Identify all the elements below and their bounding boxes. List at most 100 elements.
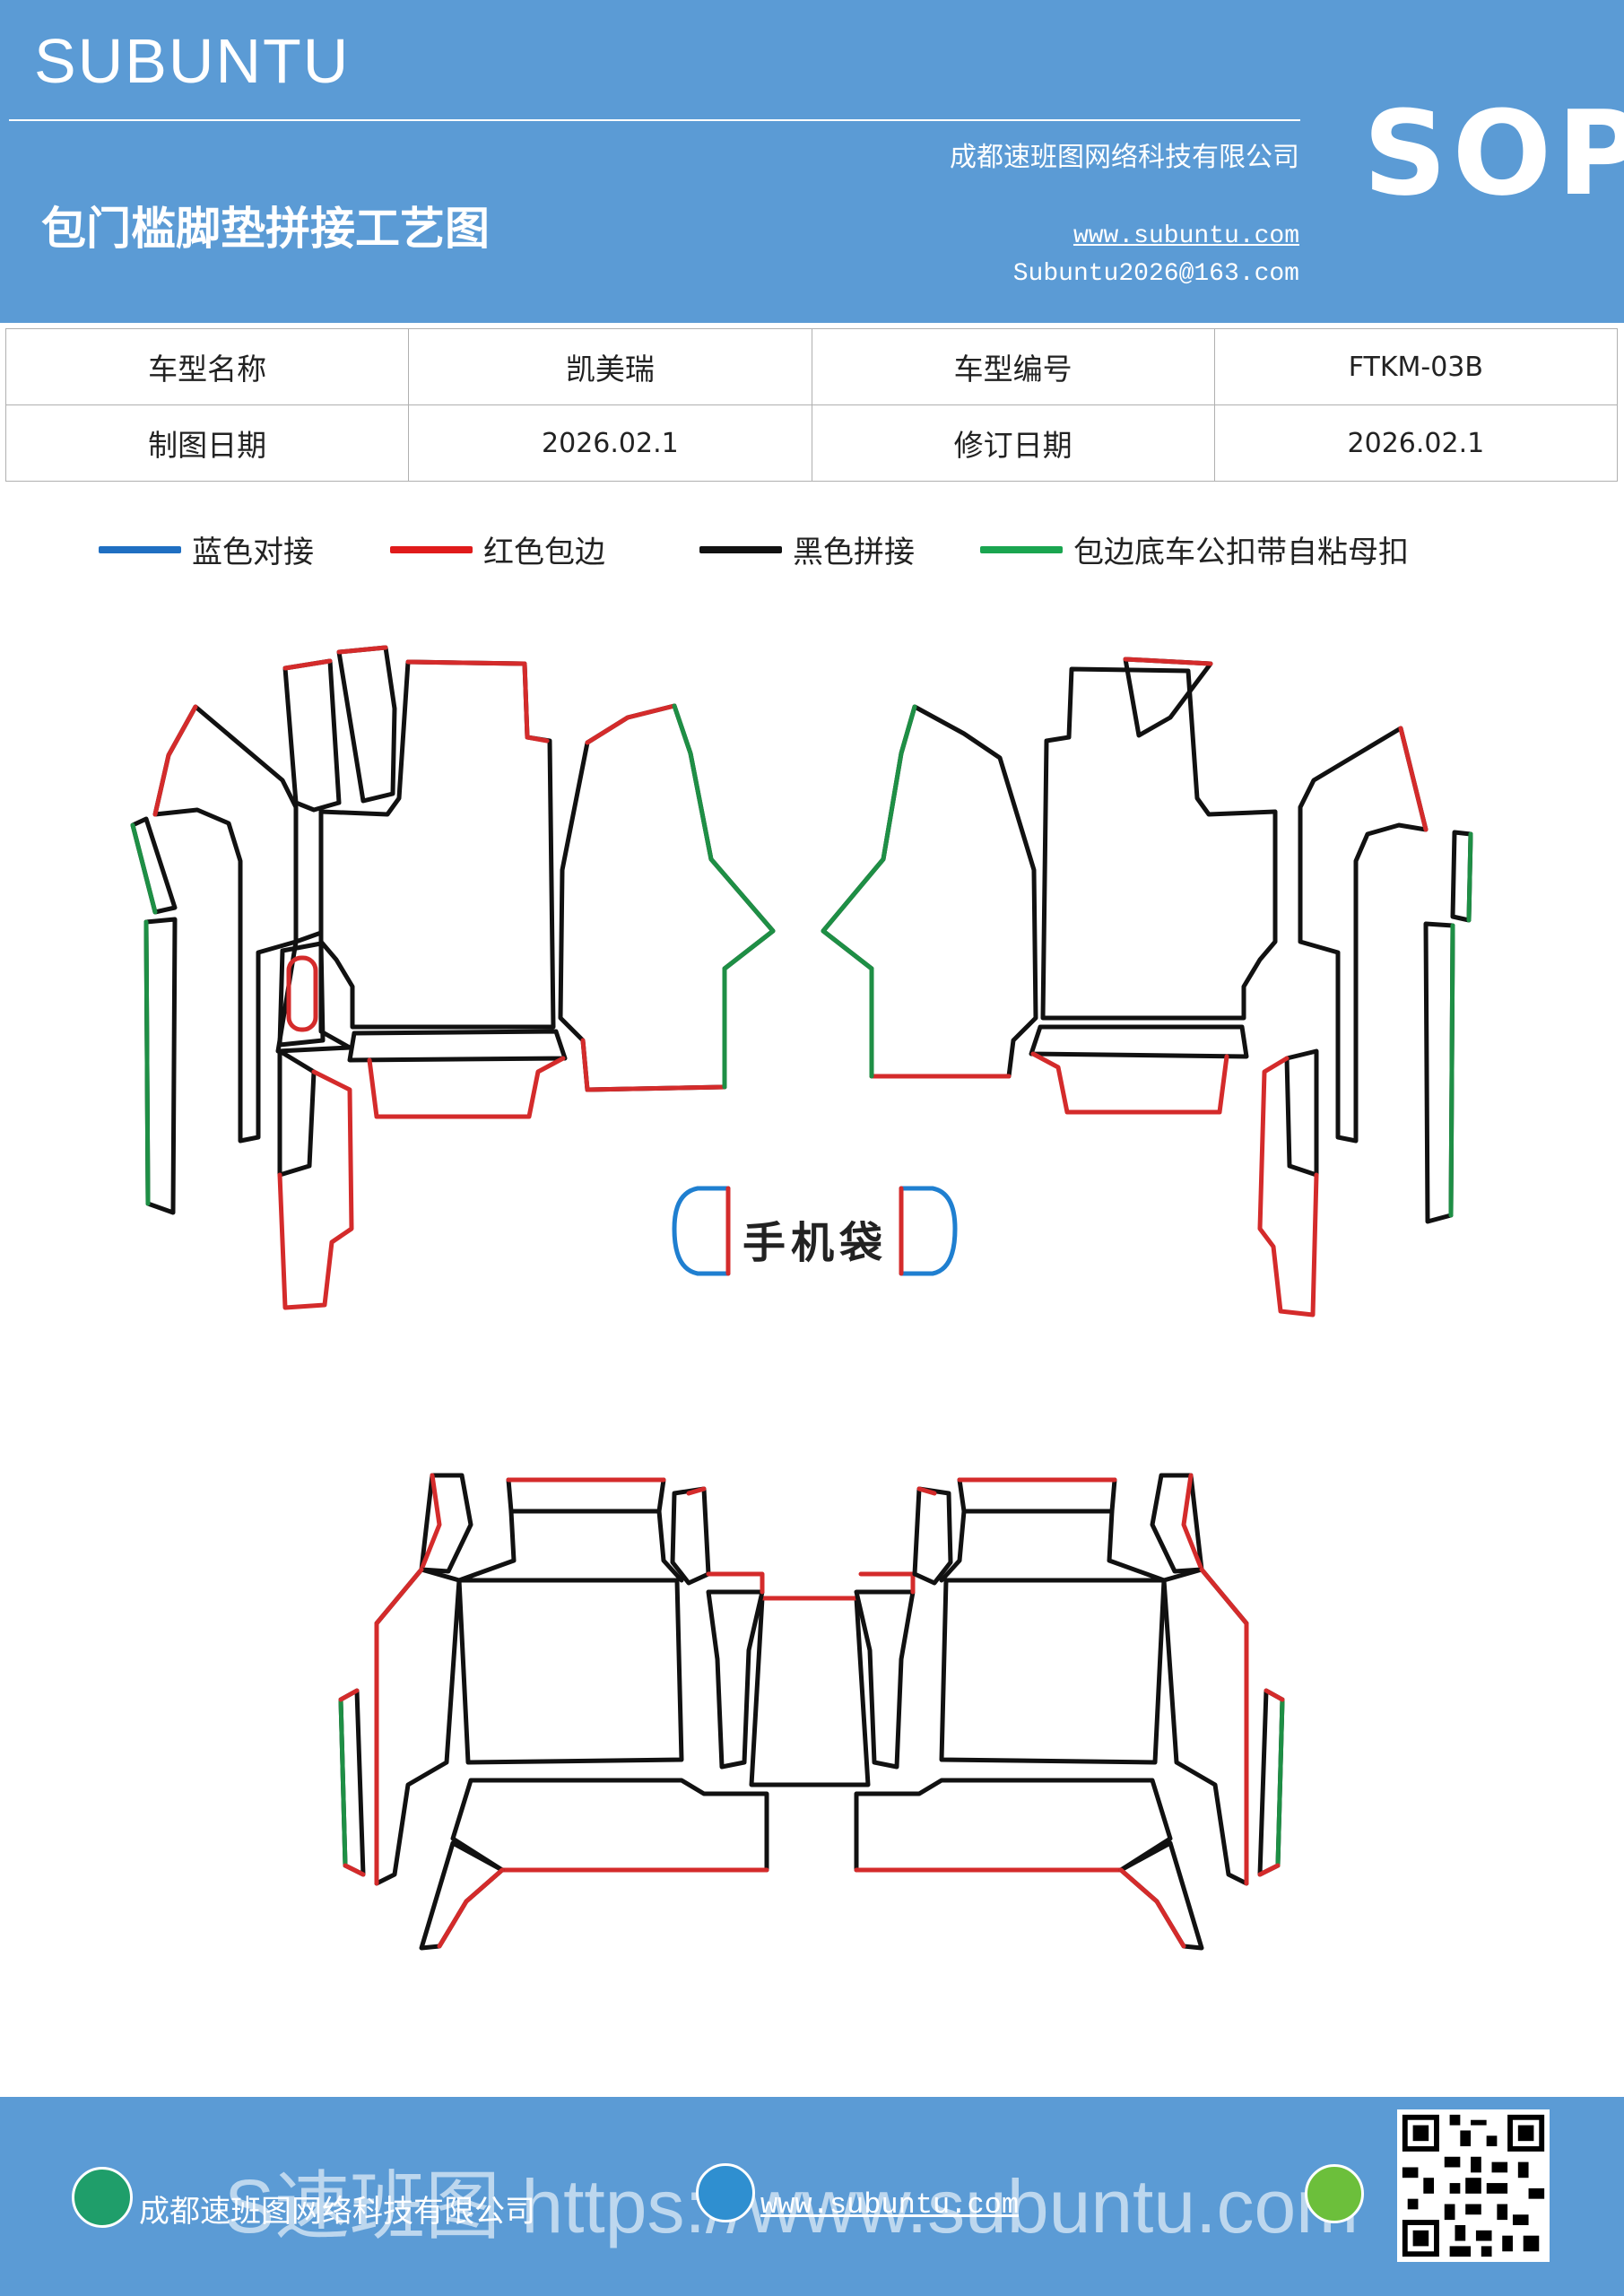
right-curved-sill-red <box>1398 726 1429 832</box>
company-name: 成都速班图网络科技有限公司 <box>950 142 1299 173</box>
legend-item-red: 红色包边 <box>390 527 605 571</box>
wechat-icon <box>1305 2164 1364 2223</box>
right-lower-tray-red <box>1030 1051 1229 1115</box>
rear-right-group <box>854 1473 1285 1951</box>
right-corner-piece-red <box>1123 657 1213 666</box>
rear-center-bridge <box>749 1596 871 1787</box>
legend-item-black: 黑色拼接 <box>699 527 915 571</box>
globe-icon <box>696 2163 755 2222</box>
footer-company-name: 成都速班图网络科技有限公司 <box>139 2194 535 2230</box>
brand-name: SUBUNTU <box>34 26 351 96</box>
table-cell: 车型编号 <box>811 328 1215 405</box>
legend-swatch <box>99 545 181 553</box>
left-long-strip <box>143 917 178 1215</box>
inner-oval <box>286 955 318 1032</box>
rear-left-corner-b-red <box>686 1486 707 1496</box>
rear-right-seat-mat <box>939 1578 1167 1765</box>
phone-pocket <box>672 1186 958 1276</box>
rear-left-corner-a-red <box>419 1473 442 1572</box>
legend-item-green: 包边底车公扣带自粘母扣 <box>980 527 1409 571</box>
header-divider <box>9 119 1300 121</box>
rear-right-strip-red <box>1257 1688 1285 1877</box>
legend-label: 黑色拼接 <box>793 535 915 570</box>
table-cell: 2026.02.1 <box>1213 404 1619 482</box>
legend-swatch <box>699 545 782 553</box>
table-cell: FTKM-03B <box>1213 328 1619 405</box>
passenger-front-mat <box>558 703 776 1092</box>
rear-left-seat-mat <box>456 1578 684 1765</box>
right-lower-strip <box>1284 1048 1319 1178</box>
table-cell: 修订日期 <box>811 404 1215 482</box>
rear-left-foot-piece <box>419 1840 505 1951</box>
right-long-strip <box>1423 921 1455 1224</box>
rear-right-corner-b-red <box>916 1486 937 1496</box>
rear-mats <box>338 1473 1285 1951</box>
rear-right-side-red <box>1199 1567 1249 1886</box>
footer-website-link[interactable]: www.subuntu.com <box>760 2188 1020 2222</box>
rear-right-corner-b <box>912 1486 953 1586</box>
footer-watermark: S速班图 https://www.subuntu.com <box>224 2164 1359 2248</box>
rear-right-lower-mat <box>854 1778 1173 1873</box>
table-cell: 车型名称 <box>4 328 410 405</box>
upper-piece-a-red <box>282 658 333 671</box>
rear-right-top-bar <box>957 1477 1117 1514</box>
email-text: Subuntu2026@163.com <box>1012 260 1299 288</box>
left-lower-strip <box>277 1048 317 1178</box>
rear-left-side-red <box>374 1567 424 1886</box>
driver-main-mat <box>318 659 556 1030</box>
rear-left-lower-mat <box>450 1778 769 1873</box>
table-row: 车型名称 凯美瑞 车型编号 FTKM-03B <box>4 328 1619 405</box>
legend-swatch <box>390 545 473 553</box>
header-banner: SUBUNTU 成都速班图网络科技有限公司 包门槛脚垫拼接工艺图 www.sub… <box>0 0 1624 323</box>
rear-right-top-curve <box>939 1509 1167 1583</box>
rear-right-foot-piece <box>1118 1840 1204 1951</box>
upper-piece-b <box>336 645 397 804</box>
front-right-mats <box>821 657 1473 1318</box>
rear-right-strip-green <box>1275 1697 1285 1868</box>
left-curved-sill-red <box>152 704 198 817</box>
footer-banner: S速班图 https://www.subuntu.com 成都速班图网络科技有限… <box>0 2097 1624 2296</box>
rear-left-corner-a <box>419 1473 473 1574</box>
upper-piece-a <box>282 658 342 813</box>
passenger-front-mat-red <box>580 703 727 1092</box>
front-left-mats <box>130 645 776 1310</box>
passenger-front-mat-green <box>672 703 776 1090</box>
right-main-mat <box>1040 666 1278 1021</box>
right-passenger-mat-green <box>821 704 917 1079</box>
rear-left-corner-b <box>670 1486 711 1586</box>
table-cell: 制图日期 <box>4 404 410 482</box>
home-icon <box>72 2167 133 2228</box>
left-small-strip-green <box>130 822 158 915</box>
rear-center-right-wing-red <box>858 1571 916 1595</box>
driver-lower-tray <box>347 1029 568 1063</box>
right-curved-sill <box>1298 726 1429 1144</box>
right-small-strip-green <box>1466 831 1473 923</box>
driver-lower-tray-red <box>367 1056 566 1119</box>
phone-pocket-label: 手机袋 <box>743 1218 889 1268</box>
legend-item-blue: 蓝色对接 <box>99 527 314 571</box>
legend-label: 红色包边 <box>483 535 605 570</box>
driver-main-mat-red <box>405 659 550 744</box>
vehicle-info-table: 车型名称 凯美瑞 车型编号 FTKM-03B 制图日期 2026.02.1 修订… <box>4 328 1619 482</box>
right-lower-tray <box>1029 1024 1249 1059</box>
legend-swatch <box>980 545 1063 553</box>
rear-right-foot-piece-red <box>1118 1867 1186 1949</box>
rear-left-top-curve <box>456 1509 684 1583</box>
table-row: 制图日期 2026.02.1 修订日期 2026.02.1 <box>4 404 1619 482</box>
rear-left-foot-piece-red <box>437 1867 505 1949</box>
website-link[interactable]: www.subuntu.com <box>1073 222 1299 250</box>
rear-left-strip-red <box>338 1688 366 1877</box>
rear-right-corner-a <box>1150 1473 1204 1574</box>
rear-right-side <box>1161 1567 1249 1886</box>
rear-center-left-wing-red <box>706 1571 765 1595</box>
document-title: 包门槛脚垫拼接工艺图 <box>41 202 490 255</box>
rear-left-top-bar <box>506 1477 666 1514</box>
table-cell: 2026.02.1 <box>408 404 812 482</box>
right-long-strip-green <box>1448 923 1455 1218</box>
legend-label: 蓝色对接 <box>192 535 314 570</box>
rear-left-side <box>374 1567 462 1886</box>
left-lower-strip-red <box>277 1069 354 1310</box>
phone-pocket-left <box>672 1186 731 1276</box>
phone-pocket-right <box>899 1186 958 1276</box>
